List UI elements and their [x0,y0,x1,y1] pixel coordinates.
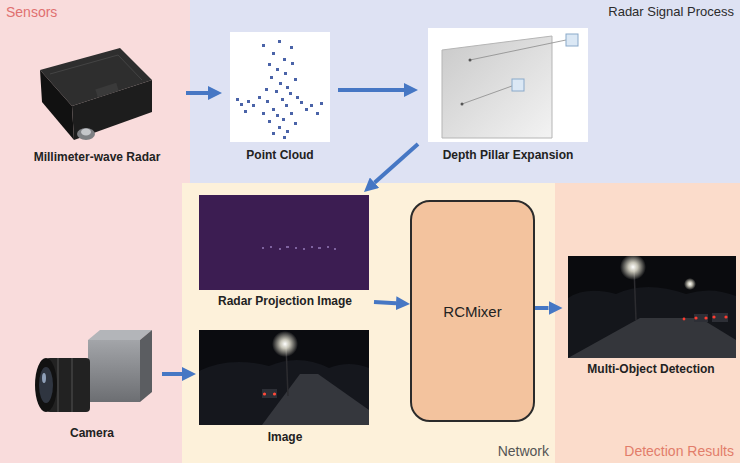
radar-projection-figure [199,195,369,290]
figure-panel: Multi-Object Detection [562,252,740,383]
figure-caption: Camera [70,426,114,441]
figure-panel: Millimeter-wave Radar [8,38,186,171]
region-band: Radar Projection ImageImage RCMixerNetwor… [182,183,555,463]
figure-caption: Image [268,430,303,445]
figure-caption: Millimeter-wave Radar [34,150,161,165]
process-box: RCMixer [410,200,535,422]
figure-panel: Image [196,326,374,451]
flow-arrow [374,302,396,303]
process-label: RCMixer [443,303,501,320]
flow-arrow [162,372,182,376]
detection-photo [568,254,736,358]
point-cloud-plot [230,32,330,142]
region-label: Sensors [6,4,57,20]
figure-panel: Camera [22,322,162,447]
flow-arrow [374,144,418,183]
figure-caption: Depth Pillar Expansion [443,148,574,163]
figure-caption: Radar Projection Image [218,294,352,309]
flow-arrow [338,88,404,92]
region-label: Network [498,443,549,459]
region-label: Radar Signal Process [608,4,734,19]
region-band: Millimeter-wave RadarCamera Sensors [0,0,190,463]
region-label: Detection Results [624,443,734,459]
figure-caption: Multi-Object Detection [587,362,714,377]
figure-panel: Radar Projection Image [196,192,374,315]
image-plane-figure [428,28,588,142]
night-road-photo [199,330,369,425]
region-band: Multi-Object DetectionDetection Results [555,183,740,463]
figure-panel: Depth Pillar Expansion [418,26,598,169]
figure-panel: Point Cloud [222,30,338,169]
figure-caption: Point Cloud [246,148,313,163]
camera-device [35,330,152,412]
flow-arrow [535,306,549,310]
region-band: Point Cloud Depth Pillar Expansion Radar S… [190,0,740,183]
radar-device [40,48,152,140]
flow-arrow [186,91,208,95]
